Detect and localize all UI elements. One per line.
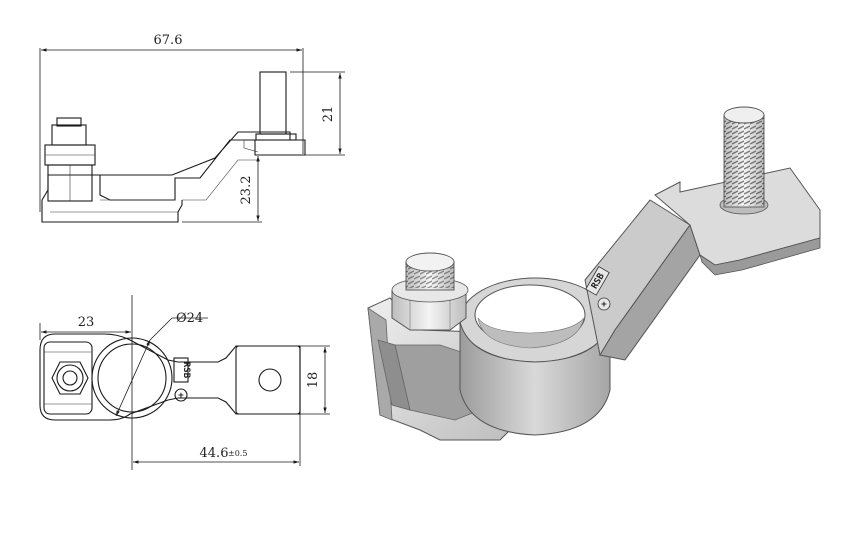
threaded-stud xyxy=(259,71,287,135)
polarity-symbol: + xyxy=(178,391,184,401)
stud-height-label: 21 xyxy=(321,106,336,123)
diameter-label: Ø24 xyxy=(176,311,203,326)
clamp-bolt-tip xyxy=(405,252,455,272)
side-view: 67.6 21 23.2 xyxy=(39,33,345,223)
bolt-center xyxy=(62,370,78,386)
terminal-base-outline xyxy=(41,200,183,223)
tab-hole xyxy=(258,368,282,392)
top-view: 23 Ø24 RSB + 18 44.6 ±0 xyxy=(39,295,330,470)
diameter-dimension-line xyxy=(115,339,151,417)
top-body-outline xyxy=(39,333,301,421)
clamp-front-side xyxy=(377,339,411,411)
isometric-render: RSB + xyxy=(367,106,821,441)
ring-bore-wall xyxy=(477,317,585,349)
overall-length-label: 67.6 xyxy=(154,33,183,48)
stud-collar xyxy=(255,133,297,141)
tab-plate-edge xyxy=(699,237,821,276)
stud-tip xyxy=(723,106,765,124)
bend-edge xyxy=(230,139,259,153)
diameter-leader xyxy=(149,317,173,341)
bolt-tip xyxy=(56,117,82,127)
tab-width-label: 18 xyxy=(306,372,321,389)
stamp-code: RSB xyxy=(181,362,191,379)
clamp-side xyxy=(367,307,393,421)
stud-threads xyxy=(724,118,764,206)
nut-housing xyxy=(43,341,93,415)
arm-polarity-mark xyxy=(597,297,611,311)
bend-edge xyxy=(182,159,260,201)
polarity-mark xyxy=(174,388,188,402)
clamp-bolt xyxy=(51,124,87,146)
ring-wall xyxy=(459,321,611,436)
body-height-label: 23.2 xyxy=(239,176,254,205)
bolt-head xyxy=(56,364,84,392)
center-to-tab-tolerance: ±0.5 xyxy=(228,449,247,458)
offset-label: 23 xyxy=(78,315,95,330)
center-to-tab-label: 44.6 xyxy=(200,446,229,461)
arm-polarity-symbol: + xyxy=(601,300,607,310)
nut-hex xyxy=(51,361,89,395)
tab-outline xyxy=(235,345,301,415)
stamp-box xyxy=(173,357,189,383)
